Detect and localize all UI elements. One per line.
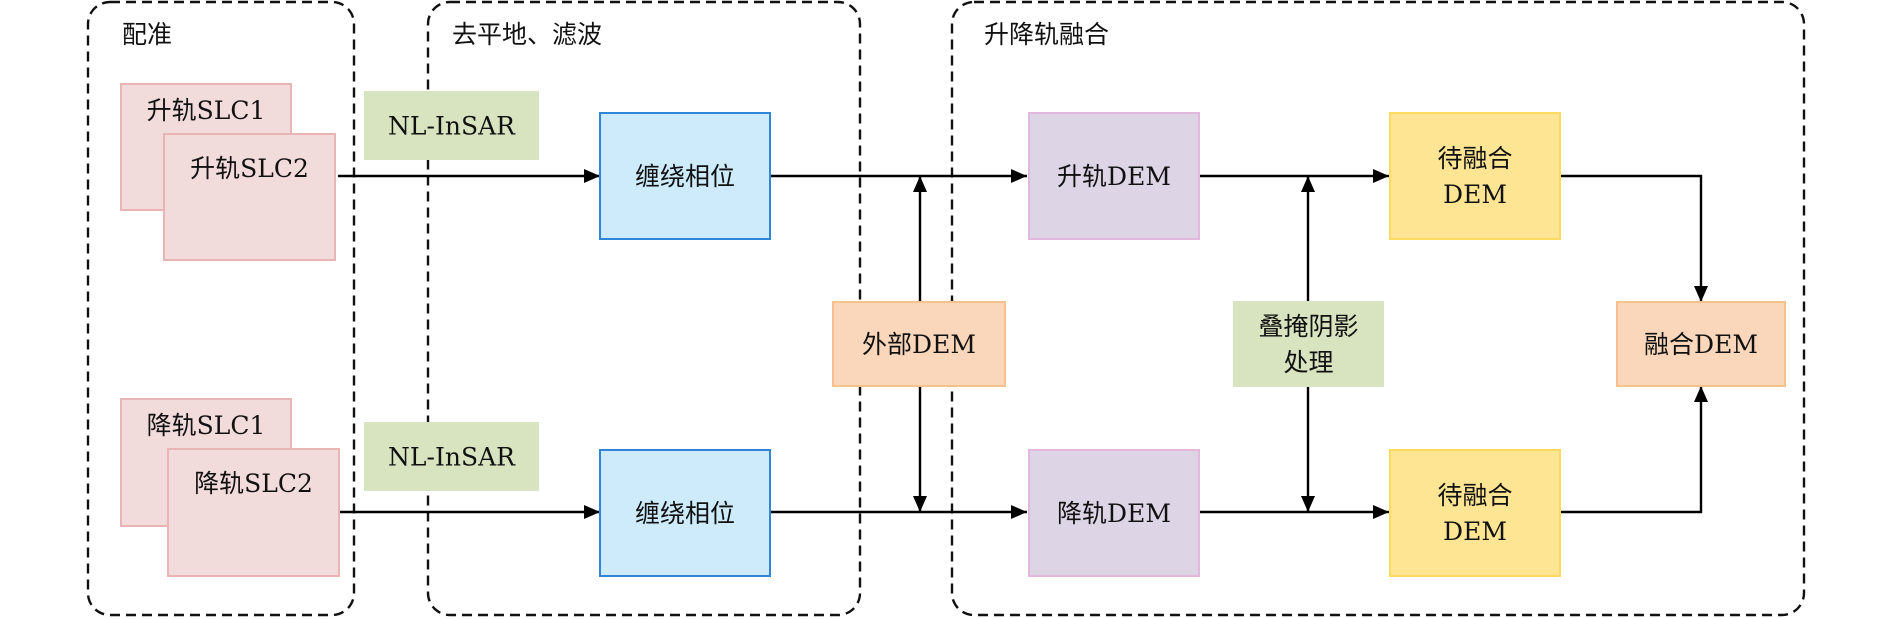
node-label: 降轨SLC1 (147, 411, 266, 440)
node-desc-dem: 降轨DEM (1028, 449, 1200, 577)
group-title: 去平地、滤波 (452, 20, 602, 49)
node-box (364, 422, 539, 491)
node-box (1389, 112, 1561, 240)
group-title: 升降轨融合 (984, 20, 1109, 49)
node-box (1616, 301, 1786, 387)
node-box (1028, 449, 1200, 577)
node-wrapped-phase-bottom: 缠绕相位 (599, 449, 771, 577)
node-to-fuse-bottom: 待融合 DEM (1389, 449, 1561, 577)
node-label: 缠绕相位 (635, 499, 735, 528)
node-label: 缠绕相位 (635, 162, 735, 191)
node-box (163, 133, 336, 261)
group-asc-desc-fusion: 升降轨融合 (950, 0, 1806, 617)
node-asc-dem: 升轨DEM (1028, 112, 1200, 240)
node-label: 融合DEM (1644, 330, 1758, 359)
node-label: DEM (1443, 517, 1507, 546)
node-box (167, 448, 340, 577)
group-frame (86, 0, 356, 617)
edges (338, 169, 1708, 519)
node-label: NL-InSAR (388, 443, 516, 472)
node-fused-dem: 融合DEM (1616, 301, 1786, 387)
nodes: 升轨SLC1 升轨SLC2 降轨SLC1 降轨SLC2 NL-InSAR NL-InSAR… (120, 83, 1786, 577)
node-nl-insar-top: NL-InSAR (364, 91, 539, 160)
node-to-fuse-top: 待融合 DEM (1389, 112, 1561, 240)
node-box (599, 449, 771, 577)
edge-to-fuse-top-to-fused-dem (1560, 174, 1708, 302)
edge-to-fuse-bottom-to-fused-dem (1560, 386, 1708, 514)
node-label: 降轨DEM (1057, 499, 1171, 528)
node-label: 外部DEM (862, 330, 976, 359)
node-asc-slc2: 升轨SLC2 (163, 133, 336, 261)
node-nl-insar-bottom: NL-InSAR (364, 422, 539, 491)
node-external-dem: 外部DEM (832, 301, 1006, 387)
node-label: NL-InSAR (388, 112, 516, 141)
node-label: 升轨SLC1 (147, 96, 266, 125)
node-box (364, 91, 539, 160)
node-label: 升轨DEM (1057, 162, 1171, 191)
node-box (1389, 449, 1561, 577)
node-label: DEM (1443, 180, 1507, 209)
group-registration: 配准 (86, 0, 356, 617)
node-label: 处理 (1283, 348, 1333, 377)
node-box (1233, 301, 1384, 387)
group-frame (950, 0, 1806, 617)
node-wrapped-phase-top: 缠绕相位 (599, 112, 771, 240)
node-box (1028, 112, 1200, 240)
node-label: 升轨SLC2 (190, 154, 309, 183)
node-box (599, 112, 771, 240)
node-label: 叠掩阴影 (1258, 312, 1358, 341)
node-label: 待融合 (1437, 144, 1512, 173)
node-label: 降轨SLC2 (194, 469, 313, 498)
node-box (832, 301, 1006, 387)
node-desc-slc2: 降轨SLC2 (167, 448, 340, 577)
node-label: 待融合 (1437, 481, 1512, 510)
group-title: 配准 (122, 20, 172, 49)
